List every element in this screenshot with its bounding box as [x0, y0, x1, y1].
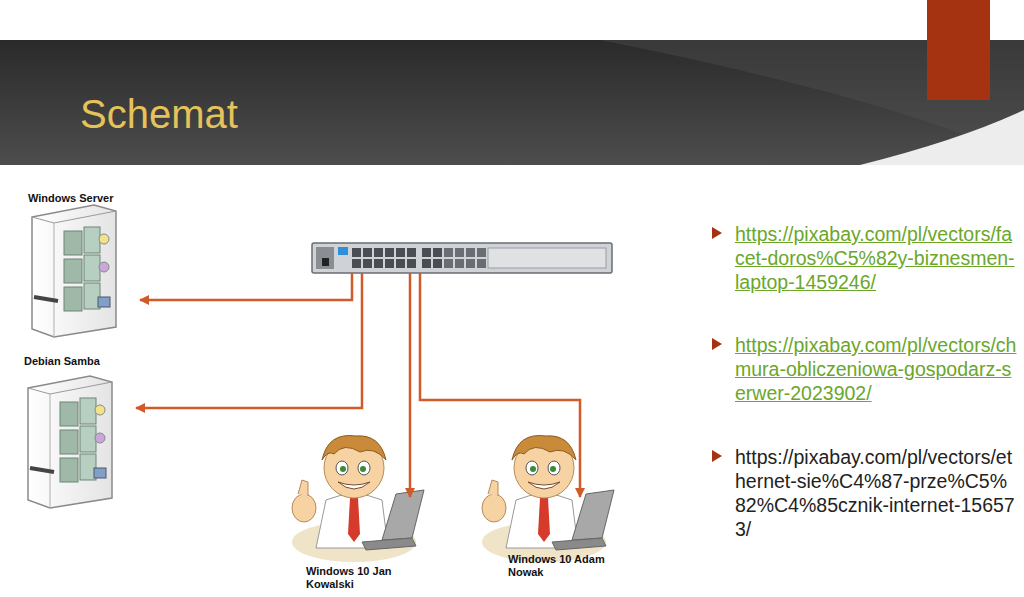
switch-port	[444, 259, 453, 268]
switch-port	[422, 248, 431, 257]
switch-port	[455, 248, 464, 257]
switch-port	[385, 248, 394, 257]
network-cable	[136, 273, 362, 408]
switch-port	[374, 259, 383, 268]
switch-port	[433, 248, 442, 257]
client-node: Windows 10 Jan Kowalski	[286, 430, 436, 594]
switch-port	[444, 259, 453, 268]
switch-port	[352, 259, 361, 268]
node-label: Debian Samba	[24, 355, 134, 368]
switch-port	[444, 248, 453, 257]
switch-port	[363, 248, 372, 257]
switch-port	[466, 248, 475, 257]
node-label: Windows 10 Jan Kowalski	[306, 565, 418, 591]
switch-port	[374, 248, 383, 257]
switch-port	[363, 259, 372, 268]
switch-port	[352, 248, 361, 257]
switch-port	[477, 259, 486, 268]
switch-port	[385, 259, 394, 268]
switch-port	[422, 259, 431, 268]
switch-port	[433, 259, 442, 268]
switch-port	[444, 248, 453, 257]
network-cable	[409, 273, 412, 497]
source-link: https://pixabay.com/pl/vectors/facet-dor…	[735, 222, 1017, 294]
switch-port	[477, 248, 486, 257]
switch-port	[407, 259, 416, 268]
switch-port	[396, 259, 405, 268]
source-link: https://pixabay.com/pl/vectors/chmura-ob…	[735, 333, 1017, 405]
source-link: https://pixabay.com/pl/vectors/ethernet-…	[735, 445, 1017, 541]
switch-port	[477, 259, 486, 268]
node-label: Windows Server	[28, 192, 138, 205]
server-node: Debian Samba	[18, 352, 136, 514]
switch-port	[477, 248, 486, 257]
switch-port	[466, 259, 475, 268]
node-label: Windows 10 Adam Nowak	[508, 553, 628, 579]
server-node: Windows Server	[22, 190, 140, 340]
slide-title: Schemat	[80, 92, 238, 137]
client-node: Windows 10 Adam Nowak	[476, 430, 636, 594]
switch-port	[466, 259, 475, 268]
switch-port	[455, 259, 464, 268]
network-cable	[420, 273, 580, 497]
network-cable	[140, 273, 352, 300]
switch-port	[407, 248, 416, 257]
switch-port	[455, 248, 464, 257]
switch-port	[396, 248, 405, 257]
network-switch	[312, 243, 612, 273]
switch-port	[455, 259, 464, 268]
switch-port	[466, 248, 475, 257]
